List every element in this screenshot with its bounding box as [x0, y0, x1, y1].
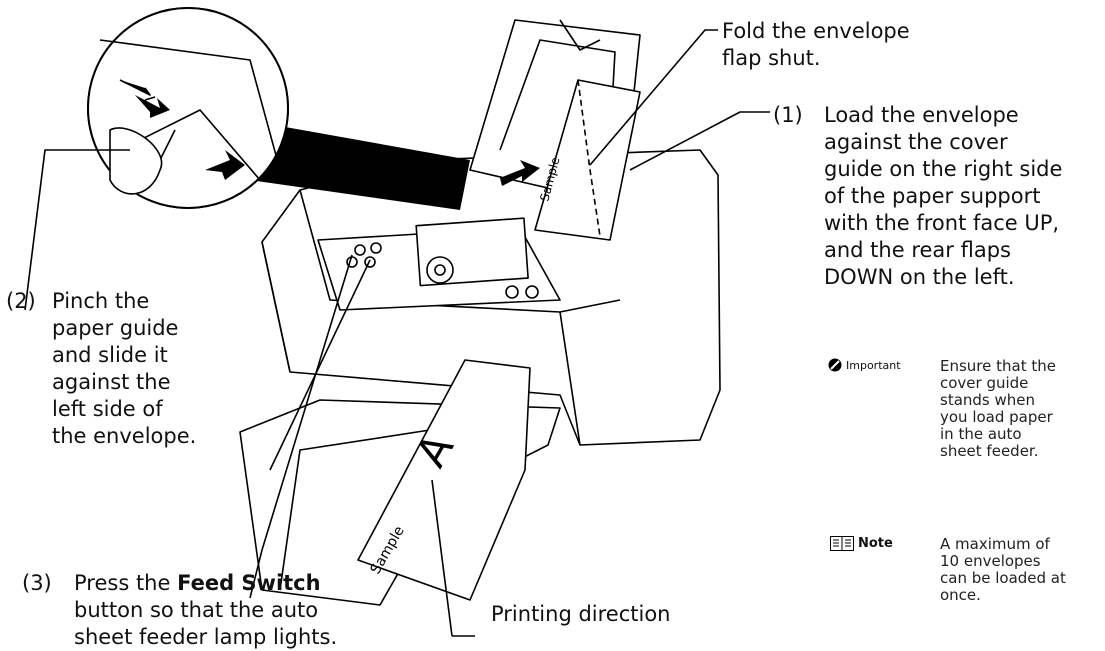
- callout-press-before: Press the: [74, 571, 178, 595]
- callout-press-line2: button so that the auto: [74, 598, 319, 622]
- note-line: 10 envelopes: [940, 552, 1041, 570]
- callout-pinch-line: the envelope.: [52, 424, 197, 448]
- important-line: you load paper: [940, 408, 1053, 426]
- note-label: Note: [858, 536, 893, 551]
- leader-fold: [589, 29, 718, 166]
- note-tag: Note: [830, 536, 893, 551]
- note-book-icon: [830, 536, 854, 551]
- important-line: Ensure that the: [940, 357, 1056, 375]
- leader-press: [249, 254, 353, 599]
- note-line: A maximum of: [940, 535, 1050, 553]
- callout-load-line: Load the envelope: [824, 103, 1019, 127]
- callout-pinch-line: against the: [52, 370, 171, 394]
- note-line: once.: [940, 586, 981, 604]
- callout-press-number: (3): [22, 571, 52, 595]
- important-tag: Important: [828, 358, 901, 372]
- leader-load: [629, 111, 770, 171]
- note-text: A maximum of 10 envelopes can be loaded …: [940, 536, 1066, 604]
- note-line: can be loaded at: [940, 569, 1066, 587]
- callout-load-line: of the paper support: [824, 184, 1041, 208]
- callout-load-line: DOWN on the left.: [824, 265, 1015, 289]
- leader-press-2: [269, 259, 371, 471]
- feed-switch-label: Feed Switch: [177, 571, 321, 595]
- callout-load: Load the envelope against the cover guid…: [824, 102, 1062, 291]
- important-line: cover guide: [940, 374, 1029, 392]
- callout-load-line: with the front face UP,: [824, 211, 1060, 235]
- callout-load-number: (1): [773, 103, 803, 127]
- leader-pinch: [24, 149, 130, 311]
- callout-pinch-line: and slide it: [52, 343, 168, 367]
- leader-direction: [431, 479, 453, 637]
- callout-printing-direction: Printing direction: [491, 602, 671, 626]
- important-line: sheet feeder.: [940, 442, 1039, 460]
- important-line: in the auto: [940, 425, 1022, 443]
- callout-load-line: against the cover: [824, 130, 1008, 154]
- callout-pinch: Pinch the paper guide and slide it again…: [52, 288, 196, 450]
- callout-pinch-line: paper guide: [52, 316, 179, 340]
- callout-load-line: and the rear flaps: [824, 238, 1011, 262]
- callout-fold: Fold the envelope flap shut.: [722, 18, 910, 72]
- callout-pinch-line: Pinch the: [52, 289, 150, 313]
- callout-fold-line2: flap shut.: [722, 46, 821, 70]
- callout-pinch-line: left side of: [52, 397, 163, 421]
- callout-fold-line1: Fold the envelope: [722, 19, 910, 43]
- callout-press-line3: sheet feeder lamp lights.: [74, 625, 338, 649]
- important-label: Important: [846, 358, 901, 372]
- envelope-in-feeder: [534, 79, 641, 241]
- callout-pinch-number: (2): [6, 289, 36, 313]
- important-icon: [828, 358, 842, 372]
- important-text: Ensure that the cover guide stands when …: [940, 358, 1056, 460]
- important-line: stands when: [940, 391, 1036, 409]
- callout-load-line: guide on the right side: [824, 157, 1063, 181]
- output-envelope: [357, 359, 531, 601]
